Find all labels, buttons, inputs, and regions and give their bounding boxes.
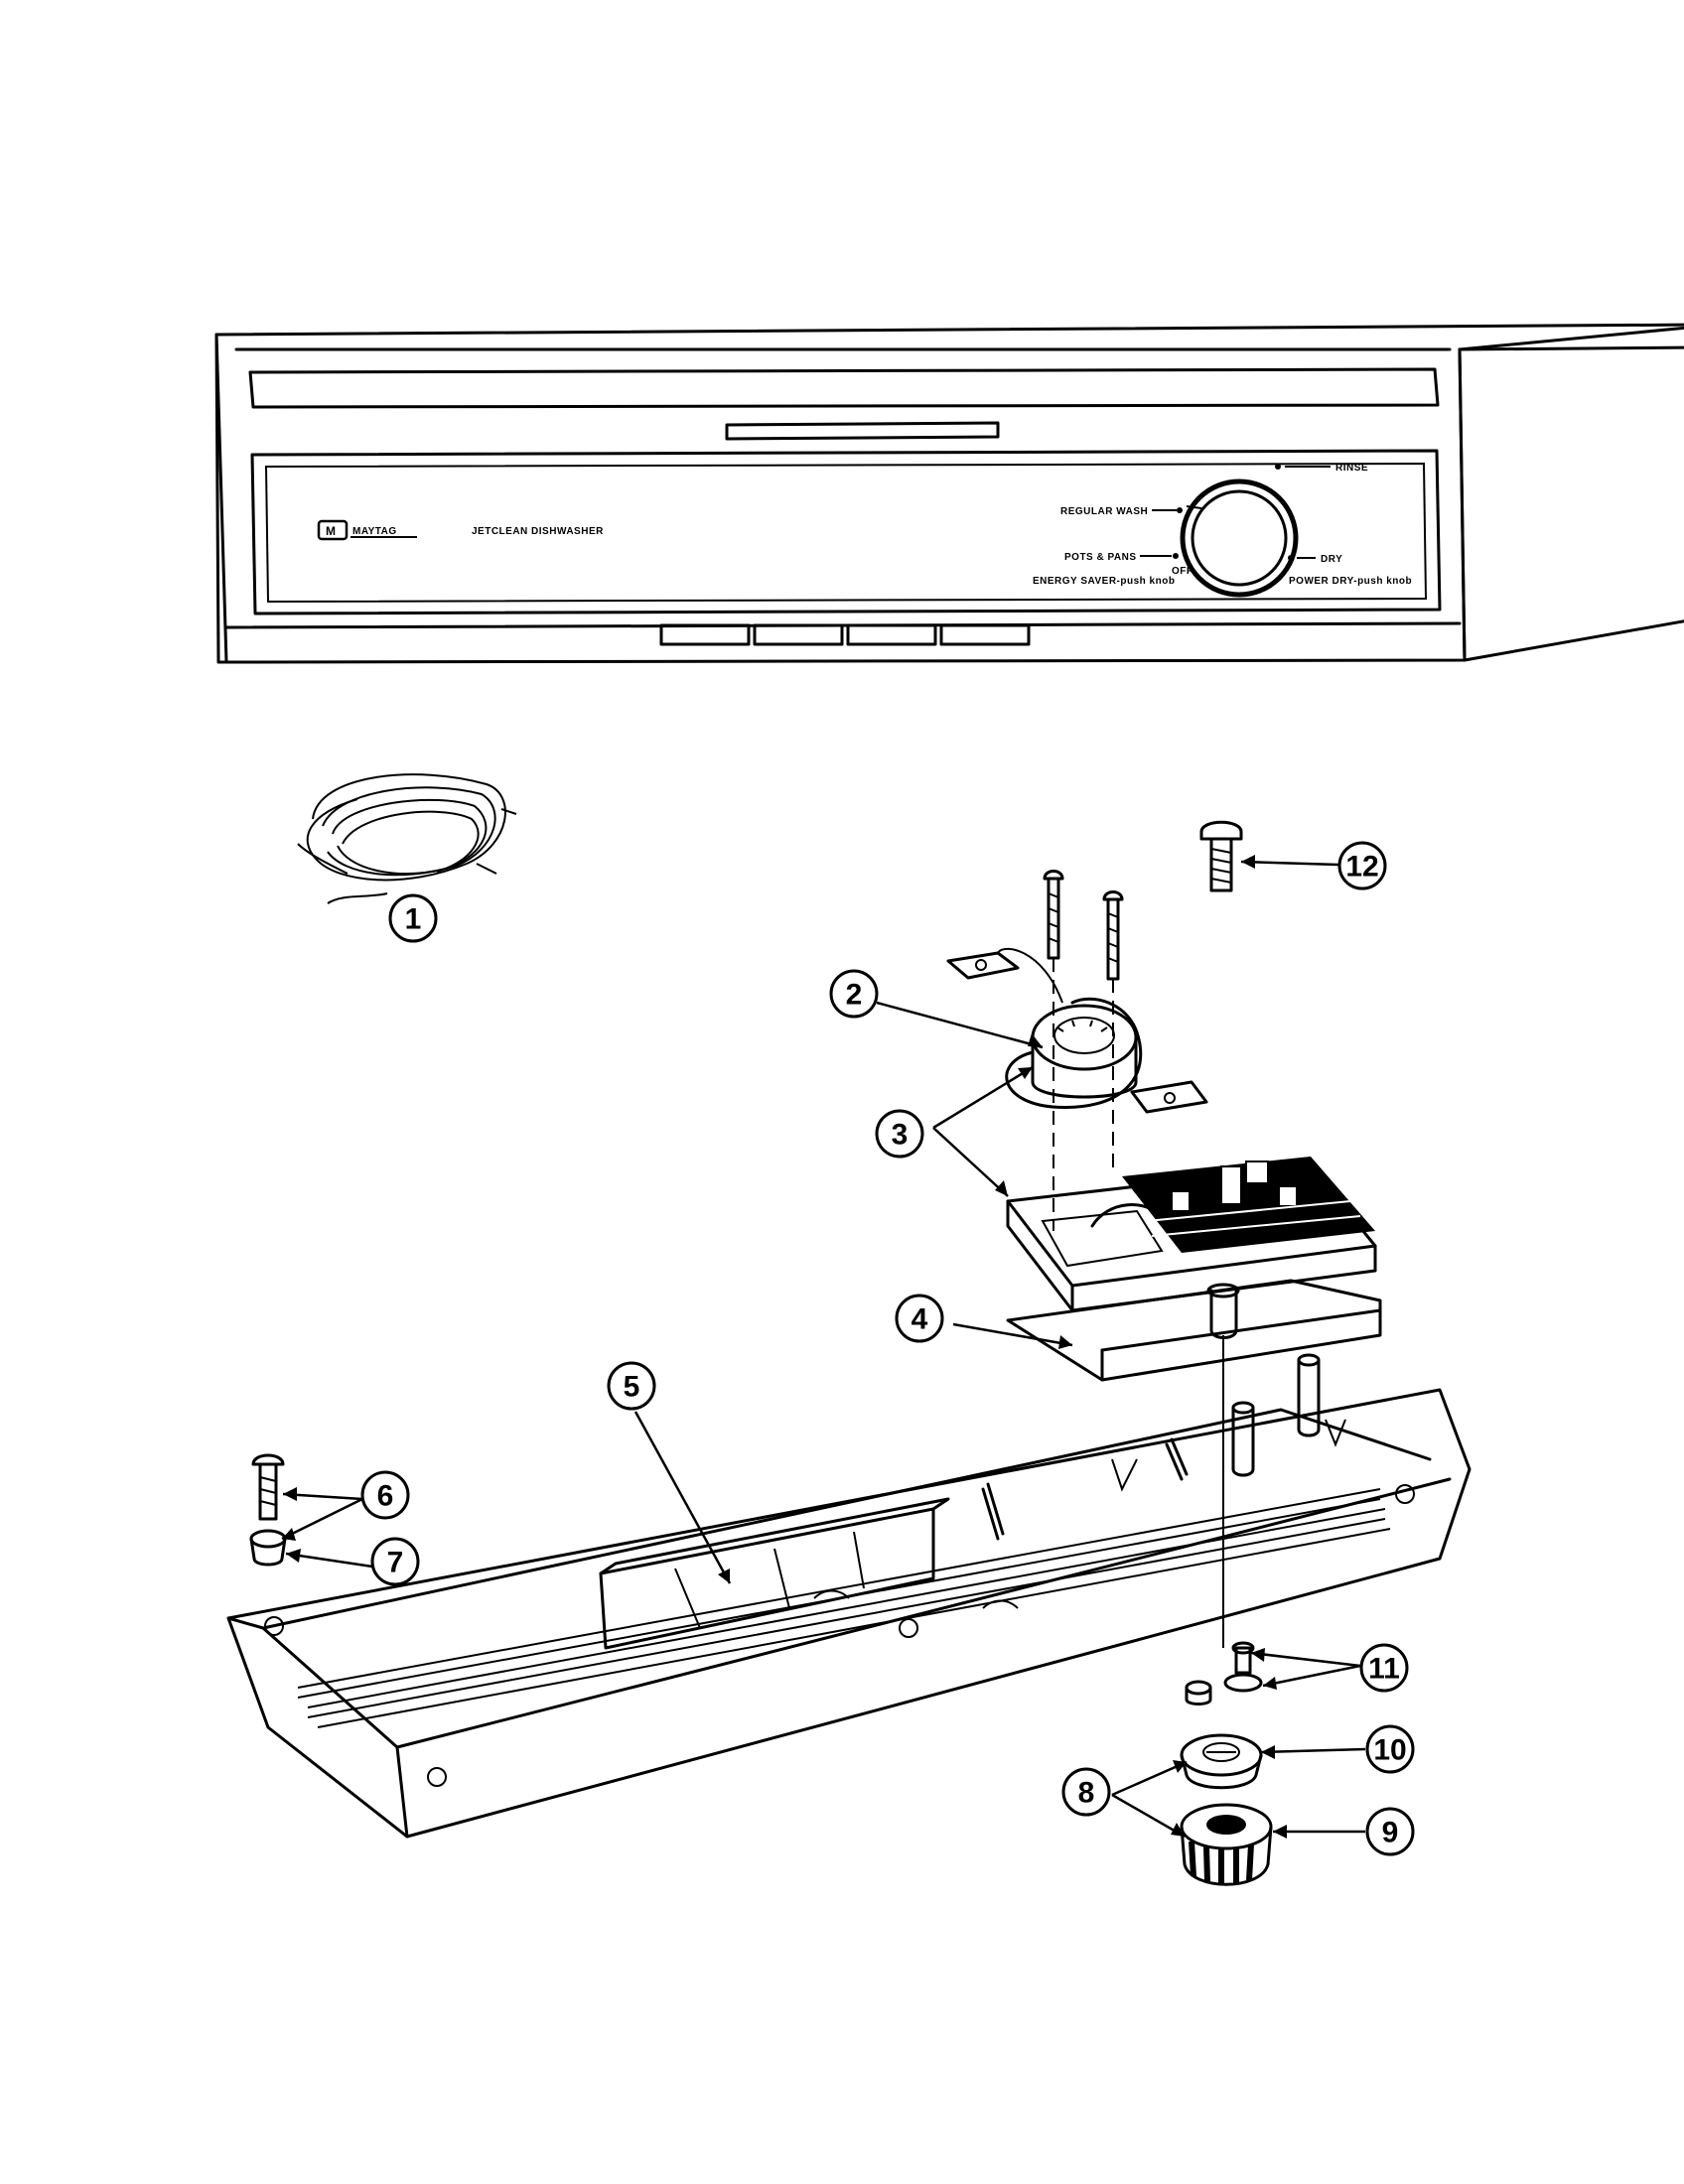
wire-harness <box>297 773 517 904</box>
svg-text:7: 7 <box>387 1547 404 1579</box>
label-energy-saver: ENERGY SAVER-push knob <box>1033 576 1175 587</box>
callout-2: 2 <box>829 969 879 1019</box>
washer-nut-part-11 <box>1185 1641 1263 1706</box>
callout-8: 8 <box>1061 1767 1111 1817</box>
console-tray <box>226 1353 1472 1839</box>
label-off: OFF <box>1172 566 1193 577</box>
svg-text:5: 5 <box>624 1371 640 1404</box>
label-pots-pans: POTS & PANS <box>1064 552 1137 563</box>
knob-part-9 <box>1180 1803 1273 1886</box>
callout-4: 4 <box>895 1294 944 1343</box>
callout-9: 9 <box>1365 1807 1415 1856</box>
brand-name: MAYTAG <box>352 526 397 537</box>
timer-screws <box>1043 870 1124 1231</box>
svg-text:6: 6 <box>377 1480 394 1513</box>
timer-motor <box>946 947 1208 1114</box>
cycle-selector-knob <box>1180 478 1299 598</box>
svg-text:3: 3 <box>892 1119 909 1152</box>
label-regular-wash: REGULAR WASH <box>1060 506 1148 517</box>
svg-text:9: 9 <box>1382 1817 1399 1849</box>
label-dry: DRY <box>1321 554 1342 565</box>
svg-text:M: M <box>326 524 336 538</box>
svg-text:4: 4 <box>912 1303 928 1336</box>
maytag-logo: M <box>317 519 417 541</box>
svg-text:10: 10 <box>1373 1734 1406 1767</box>
model-name: JETCLEAN DISHWASHER <box>472 526 604 537</box>
svg-text:2: 2 <box>846 979 863 1012</box>
callout-1: 1 <box>388 893 438 943</box>
leader-lines <box>281 855 1366 1839</box>
control-panel-front-view: M MAYTAG JETCLEAN DISHWASHER RINSE REGUL… <box>214 323 1684 664</box>
callout-7: 7 <box>370 1537 420 1586</box>
label-power-dry: POWER DRY-push knob <box>1289 576 1412 587</box>
svg-text:11: 11 <box>1368 1653 1400 1686</box>
insulator-sheet <box>1006 1279 1382 1648</box>
svg-text:12: 12 <box>1345 851 1378 884</box>
callout-5: 5 <box>607 1361 656 1411</box>
label-rinse: RINSE <box>1335 463 1368 474</box>
callout-6: 6 <box>360 1470 410 1520</box>
screw-part-12 <box>1199 820 1243 892</box>
screw-part-6 <box>251 1453 285 1521</box>
callout-10: 10 <box>1365 1724 1415 1774</box>
callout-11: 11 <box>1359 1643 1409 1693</box>
callout-12: 12 <box>1337 841 1387 890</box>
callout-3: 3 <box>875 1109 924 1159</box>
svg-text:8: 8 <box>1078 1777 1095 1810</box>
knob-insert-part-10 <box>1180 1733 1263 1790</box>
svg-text:1: 1 <box>405 903 422 936</box>
plug-part-7 <box>249 1529 287 1567</box>
